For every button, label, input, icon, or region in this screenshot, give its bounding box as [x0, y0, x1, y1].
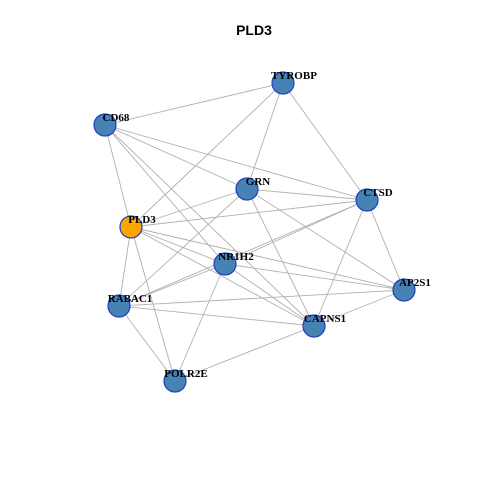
- edge-layer: [104, 82, 405, 382]
- node-capns1: [302, 314, 326, 338]
- edge-rabac1-polr2e: [118, 305, 176, 382]
- node-label-cd68: CD68: [103, 112, 130, 124]
- node-ap2s1: [392, 278, 416, 302]
- edge-ap2s1-capns1: [313, 289, 405, 327]
- edge-pld3-capns1: [130, 226, 315, 327]
- node-cd68: [93, 113, 117, 137]
- node-pld3: [119, 215, 143, 239]
- edge-grn-ctsd: [246, 188, 368, 201]
- edge-cd68-ctsd: [104, 124, 368, 201]
- edge-ctsd-nr1h2: [224, 199, 368, 265]
- node-ctsd: [355, 188, 379, 212]
- edge-ctsd-pld3: [130, 199, 368, 228]
- edge-cd68-capns1: [104, 124, 315, 327]
- edge-grn-capns1: [246, 188, 315, 327]
- edge-capns1-polr2e: [174, 325, 315, 382]
- edge-cd68-nr1h2: [104, 124, 226, 265]
- node-label-nr1h2: NR1H2: [218, 251, 254, 263]
- node-label-rabac1: RABAC1: [108, 293, 153, 305]
- edge-tyrobp-grn: [246, 82, 284, 190]
- node-tyrobp: [271, 71, 295, 95]
- edge-ctsd-capns1: [313, 199, 368, 327]
- node-nr1h2: [213, 252, 237, 276]
- edge-ctsd-ap2s1: [366, 199, 405, 291]
- node-label-ctsd: CTSD: [363, 187, 392, 199]
- edge-nr1h2-polr2e: [174, 263, 226, 382]
- edge-ap2s1-rabac1: [118, 289, 405, 307]
- edge-rabac1-capns1: [118, 305, 315, 327]
- node-label-capns1: CAPNS1: [304, 313, 346, 325]
- edge-nr1h2-ap2s1: [224, 263, 405, 291]
- edge-pld3-nr1h2: [130, 226, 226, 265]
- edge-tyrobp-pld3: [130, 82, 284, 228]
- edge-nr1h2-rabac1: [118, 263, 226, 307]
- edge-cd68-grn: [104, 124, 248, 190]
- node-grn: [235, 177, 259, 201]
- edge-grn-pld3: [130, 188, 248, 228]
- edge-grn-ap2s1: [246, 188, 405, 291]
- node-rabac1: [107, 294, 131, 318]
- node-label-pld3: PLD3: [128, 214, 156, 226]
- edge-pld3-ap2s1: [130, 226, 405, 291]
- edge-tyrobp-ctsd: [282, 82, 368, 201]
- edge-tyrobp-cd68: [104, 82, 284, 126]
- node-label-ap2s1: AP2S1: [399, 277, 431, 289]
- edge-pld3-rabac1: [118, 226, 132, 307]
- node-label-tyrobp: TYROBP: [271, 70, 317, 82]
- edge-nr1h2-capns1: [224, 263, 315, 327]
- plot-title: PLD3: [236, 22, 272, 38]
- node-layer: [93, 71, 416, 393]
- edge-cd68-pld3: [104, 124, 132, 228]
- node-label-polr2e: POLR2E: [164, 368, 207, 380]
- node-label-grn: GRN: [246, 176, 271, 188]
- node-polr2e: [163, 369, 187, 393]
